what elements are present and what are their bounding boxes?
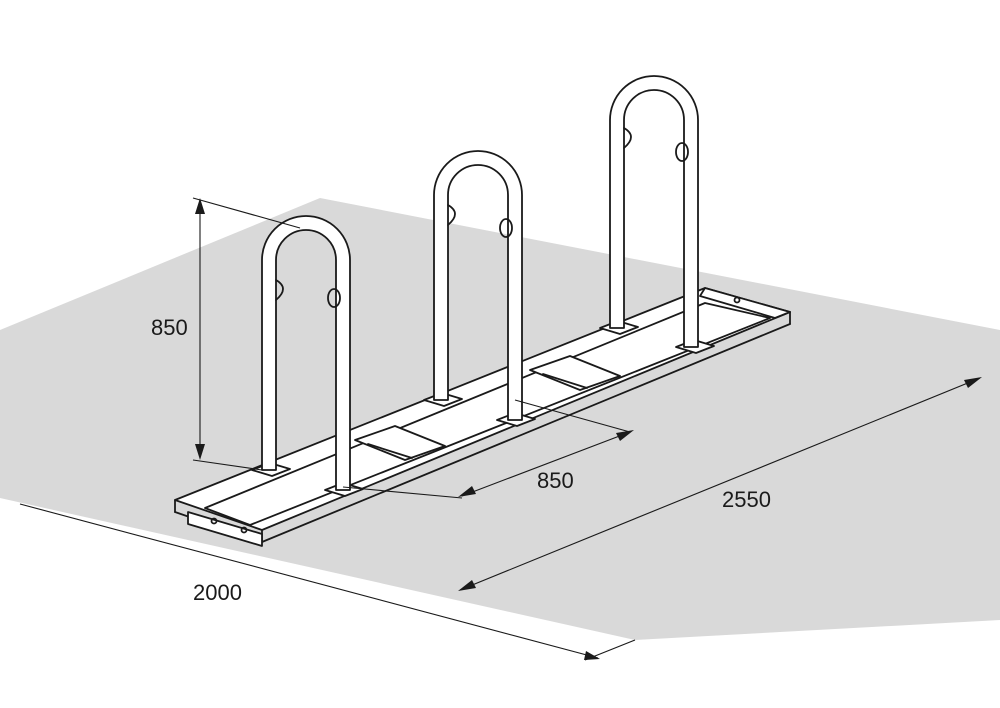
spacing-dimension-label: 850 — [537, 468, 574, 493]
dimension-height — [192, 197, 301, 471]
dimension-length — [458, 377, 982, 591]
wheel-hook-left — [447, 204, 456, 226]
height-dimension-label: 850 — [151, 315, 188, 340]
bike-stand-1 — [251, 215, 364, 497]
rear-end-plate — [699, 287, 791, 319]
wheel-hook-right — [499, 218, 513, 238]
bike-stand-3 — [599, 75, 715, 354]
width-dimension-label: 2000 — [193, 580, 242, 605]
connector-plate-1 — [354, 425, 446, 461]
length-dimension-label: 2550 — [722, 487, 771, 512]
dimension-spacing — [342, 399, 634, 499]
connector-plate-2 — [529, 355, 621, 391]
wheel-hook-left — [275, 279, 284, 301]
dimension-width — [19, 503, 636, 661]
base-frame — [174, 287, 791, 547]
wheel-hook-left — [623, 127, 632, 149]
front-end-plate — [187, 511, 263, 547]
wheel-hook-right — [675, 142, 689, 162]
wheel-hook-right — [327, 288, 341, 308]
bike-stand-2 — [423, 150, 536, 427]
